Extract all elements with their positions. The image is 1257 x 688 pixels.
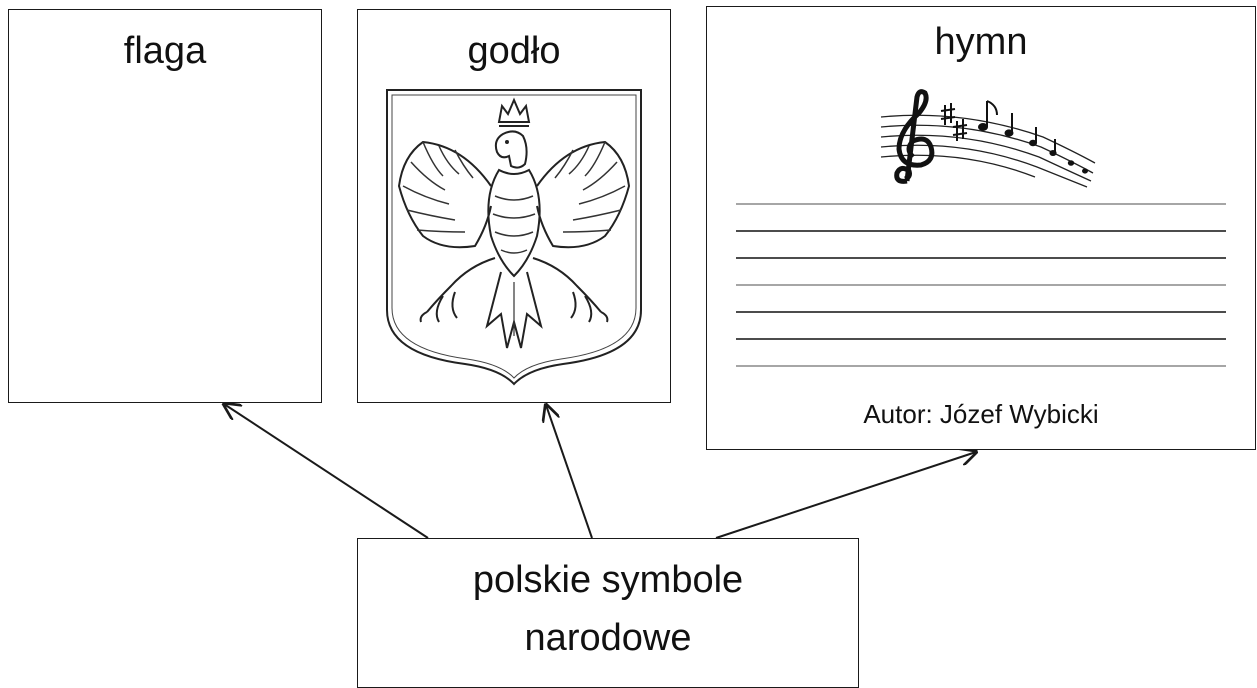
anthem-author: Autor: Józef Wybicki xyxy=(863,399,1099,429)
flag-title: flaga xyxy=(123,30,207,72)
arrow-to-hymn xyxy=(715,452,976,539)
emblem-box: godło xyxy=(357,9,671,403)
flag-box: flaga xyxy=(8,9,322,403)
writing-lines xyxy=(736,203,1226,367)
anthem-box: hymn xyxy=(706,6,1256,450)
white-eagle-emblem-icon xyxy=(386,89,642,386)
center-title-line-1: polskie symbole xyxy=(472,559,744,601)
arrow-to-flaga xyxy=(224,404,429,539)
anthem-title: hymn xyxy=(934,21,1028,63)
national-symbols-box: polskie symbole narodowe xyxy=(357,538,859,688)
emblem-title: godło xyxy=(467,30,561,72)
center-title-line-2: narodowe xyxy=(524,617,692,659)
music-notes-icon xyxy=(880,89,1096,188)
arrow-to-godlo xyxy=(546,405,593,539)
